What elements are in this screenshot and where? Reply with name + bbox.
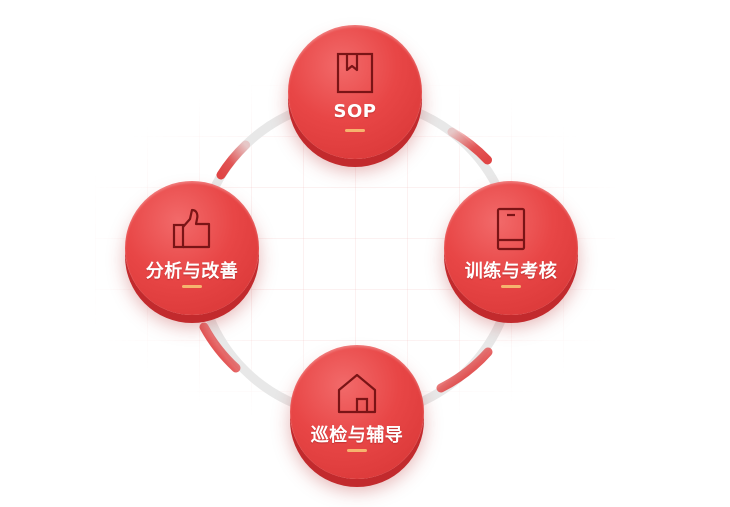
thumbs-up-icon (172, 208, 211, 249)
node-inspection-coaching: 巡检与辅导 (290, 345, 424, 479)
house-icon (337, 373, 377, 414)
node-training-assessment: 训练与考核 (444, 181, 578, 315)
node-label: 训练与考核 (464, 261, 558, 282)
accent-bar (347, 449, 367, 452)
arc-bottom-left (199, 322, 241, 373)
node-analysis-improvement: 分析与改善 (125, 181, 259, 315)
node-label: 分析与改善 (145, 261, 239, 282)
accent-bar (501, 285, 521, 288)
arc-top-left (216, 140, 251, 180)
arc-top-right (447, 127, 492, 165)
node-label: SOP (333, 101, 377, 122)
node-label: 巡检与辅导 (310, 425, 404, 446)
accent-bar (182, 285, 202, 288)
arc-bottom-right (436, 347, 493, 393)
node-sop: SOP (288, 25, 422, 159)
bookmark-book-icon (336, 52, 374, 94)
accent-bar (345, 129, 365, 132)
tablet-icon (496, 207, 526, 251)
